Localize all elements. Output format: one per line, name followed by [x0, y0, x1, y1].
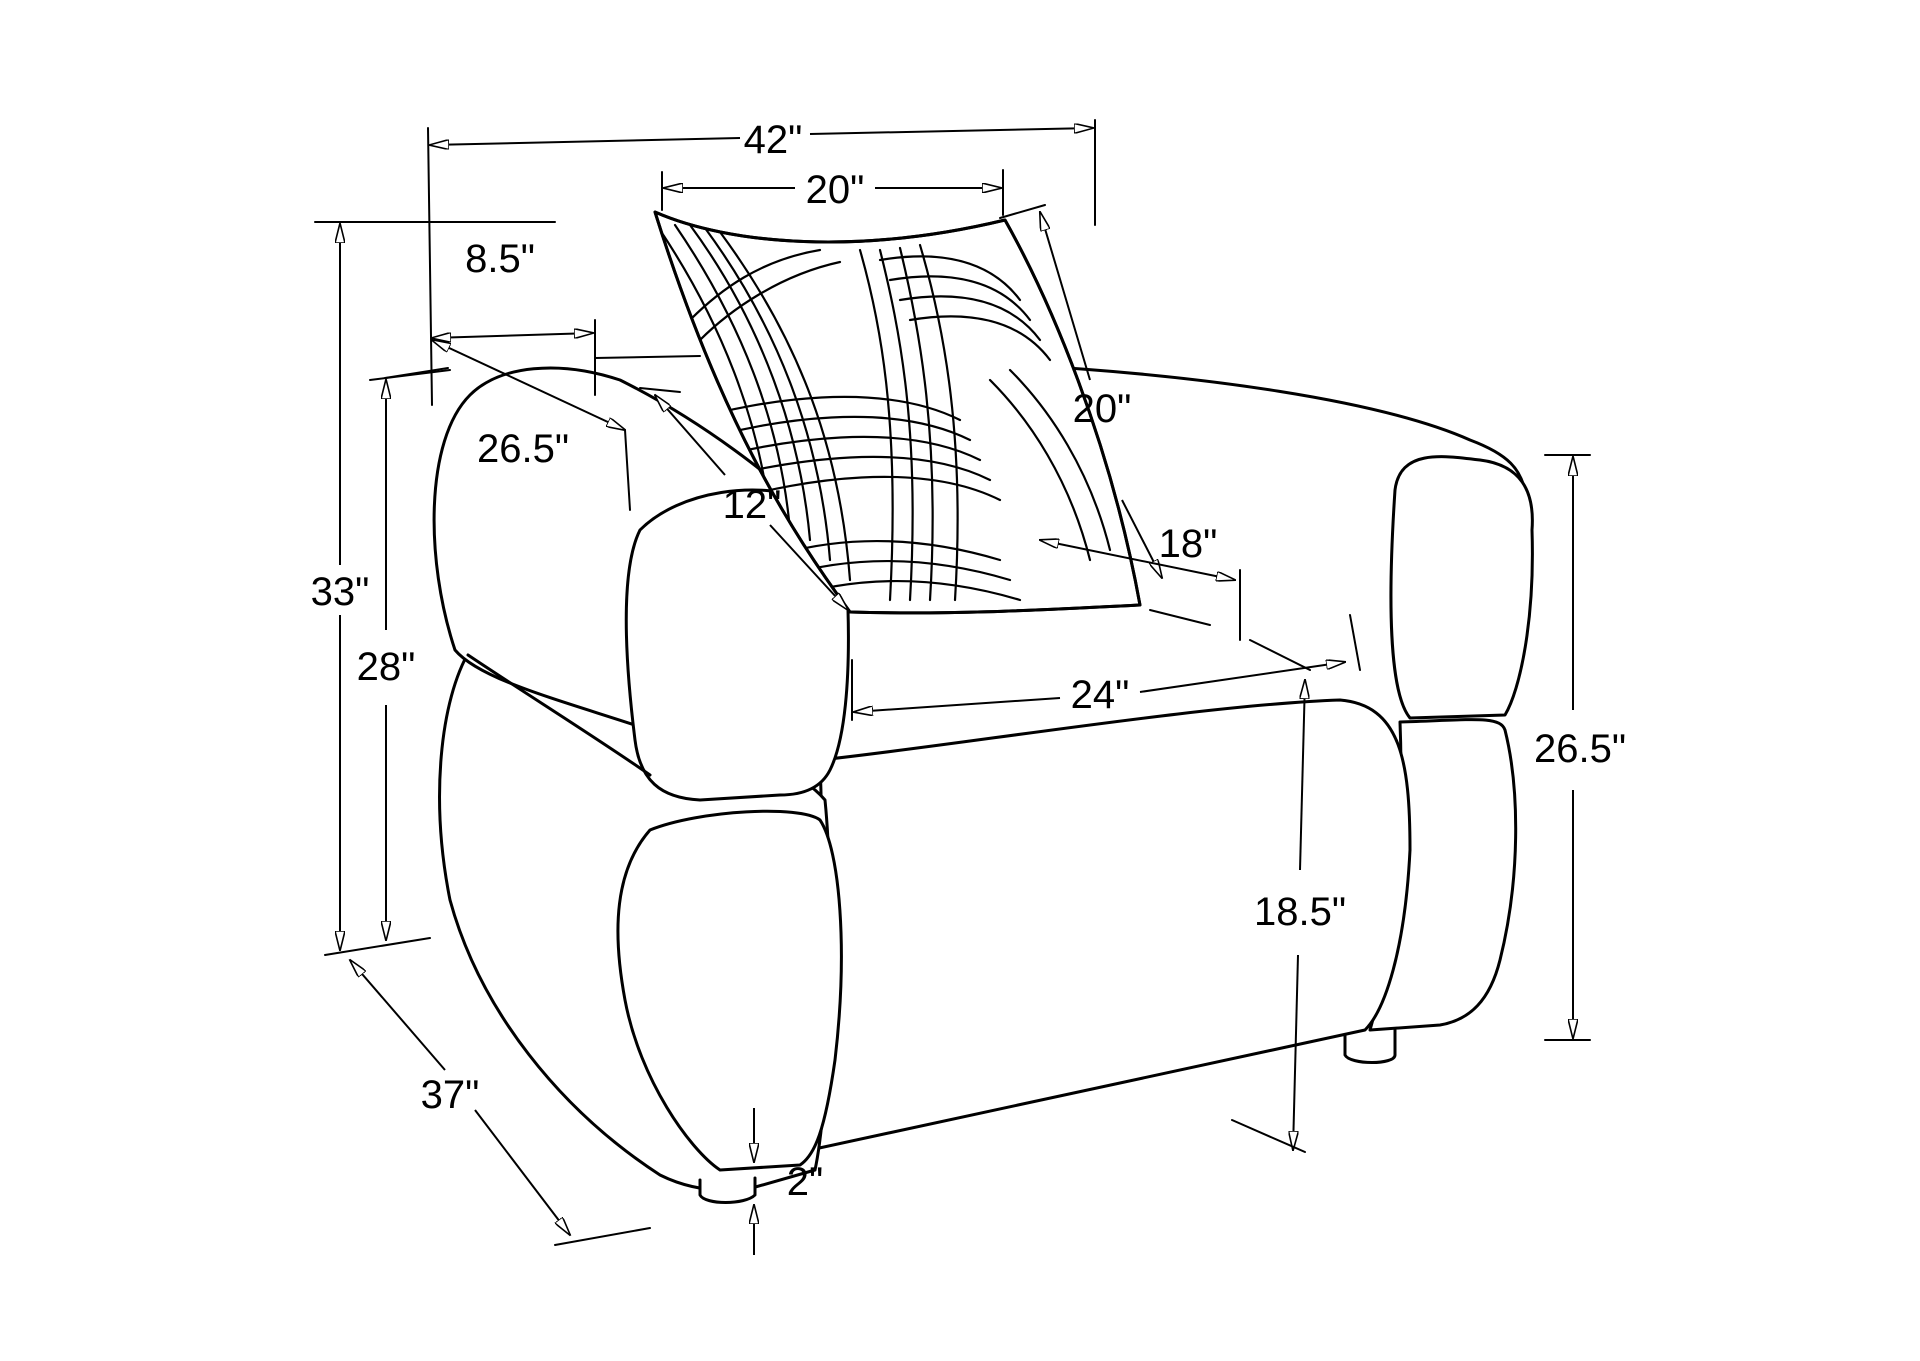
back-top-edge [1018, 363, 1527, 492]
dimension-lines [314, 119, 1591, 1255]
left-leg [698, 1176, 757, 1204]
label-arm-depth: 26.5" [477, 427, 569, 471]
right-leg [1343, 1028, 1397, 1064]
label-pillow-height: 20" [1073, 387, 1132, 431]
pillow [653, 210, 1142, 615]
label-pillow-width: 20" [806, 168, 865, 212]
dimension-labels: 42" 20" 8.5" 26.5" 12" 20" 18" 33" 28" 2… [311, 118, 1626, 1204]
right-arm-cushion [1389, 455, 1534, 720]
label-arm-height: 28" [357, 645, 416, 689]
label-leg-height: 2" [787, 1160, 823, 1204]
arm-seam [466, 653, 652, 777]
left-arm-front-panel [616, 809, 843, 1172]
label-seat-height: 18.5" [1254, 890, 1346, 934]
label-back-height: 26.5" [1534, 727, 1626, 771]
label-overall-width: 42" [744, 118, 803, 162]
label-overall-depth: 37" [421, 1073, 480, 1117]
pillow-pattern [658, 223, 1112, 602]
label-seat-width: 24" [1071, 673, 1130, 717]
label-overall-height: 33" [311, 570, 370, 614]
label-arm-width: 8.5" [465, 237, 535, 281]
chair-body [432, 363, 1534, 1204]
label-arm-height-inner: 12" [723, 483, 782, 527]
label-back-height-inner: 18" [1159, 522, 1218, 566]
